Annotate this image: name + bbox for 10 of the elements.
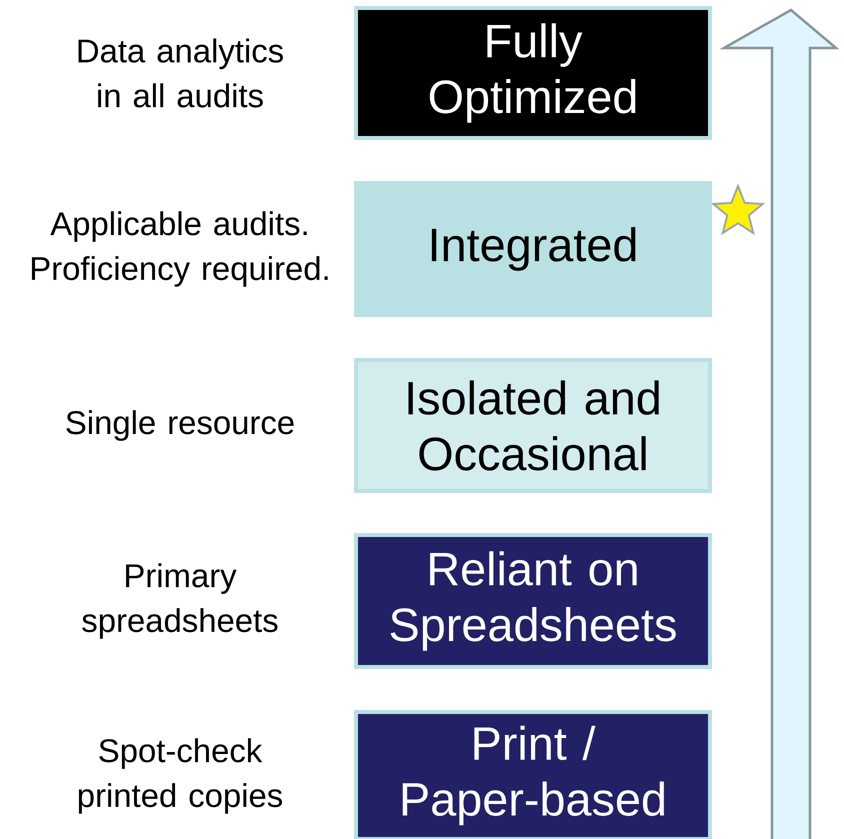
level-box: Reliant on Spreadsheets Primary spreadsheets xyxy=(82,532,712,669)
level-box: Print / Paper-based Spot-check printed copies xyxy=(78,710,712,839)
node-label: Applicable audits. Proficiency required. xyxy=(32,211,328,287)
node-label: Data analytics in all audits xyxy=(78,38,283,108)
level-box: Fully Optimized Data analytics in all audits xyxy=(78,6,712,140)
node-label: Single resource xyxy=(66,410,294,441)
node-label: Primary spreadsheets xyxy=(82,563,278,639)
node-label: Spot-check printed copies xyxy=(78,738,282,814)
level-box: Isolated and Occasional Single resource xyxy=(66,358,712,493)
level-box: Integrated Applicable audits. Proficiency required. xyxy=(32,180,712,317)
